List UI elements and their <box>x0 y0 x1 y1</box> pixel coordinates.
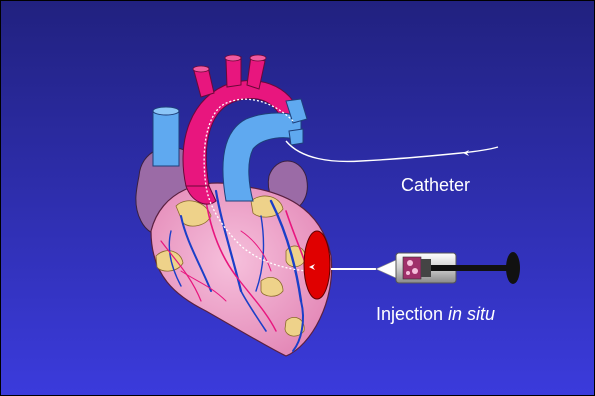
injection-label-text: Injection <box>376 304 448 324</box>
injection-label-italic: in situ <box>448 304 495 324</box>
injection-site <box>304 231 330 299</box>
injection-label: Injection in situ <box>376 304 495 325</box>
catheter-label: Catheter <box>401 175 470 196</box>
